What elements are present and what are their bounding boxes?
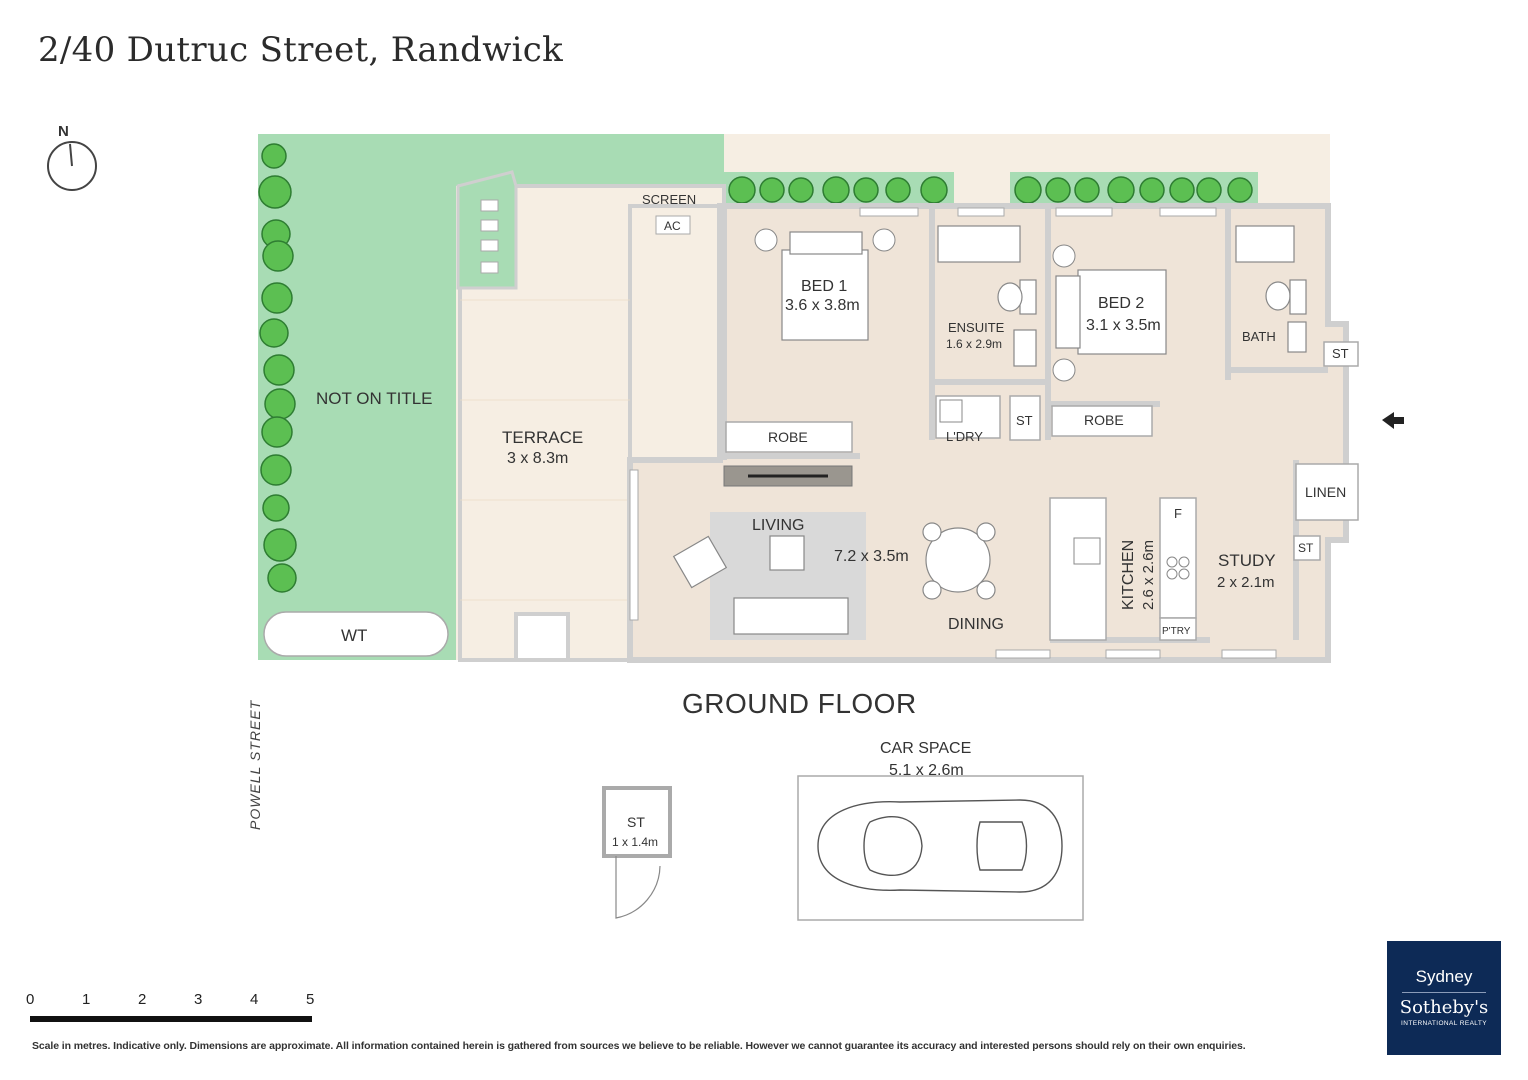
robe1-label: ROBE — [768, 429, 808, 445]
dining-label: DINING — [948, 616, 1004, 633]
shrub-icon — [258, 143, 1253, 593]
study-label: STUDY — [1218, 551, 1276, 570]
terrace-label: TERRACE — [502, 428, 583, 447]
not-on-title-label: NOT ON TITLE — [316, 389, 433, 408]
brand-city: Sydney — [1415, 967, 1473, 986]
kitchen-label: KITCHEN — [1120, 540, 1137, 610]
storage-size: 1 x 1.4m — [612, 835, 658, 849]
car-icon — [817, 799, 1063, 893]
st-study-label: ST — [1298, 541, 1314, 555]
fridge-label: F — [1174, 506, 1182, 521]
bed2-label: BED 2 — [1098, 295, 1144, 312]
car-space-size: 5.1 x 2.6m — [889, 762, 964, 779]
robe2 — [1051, 405, 1153, 437]
screen-label: SCREEN — [642, 192, 696, 207]
terrace-tiles — [460, 299, 630, 601]
compass-icon: N — [47, 123, 97, 191]
compass-label: N — [58, 123, 69, 140]
living-size: 7.2 x 3.5m — [834, 548, 909, 565]
kitchen-island — [1049, 497, 1107, 641]
study-size: 2 x 2.1m — [1217, 574, 1275, 591]
living-label: LIVING — [752, 517, 804, 534]
st-ldry-label: ST — [1016, 413, 1033, 428]
brand-logo: Sydney Sotheby's INTERNATIONAL REALTY — [1387, 941, 1501, 1055]
street-label: POWELL STREET — [247, 699, 263, 830]
storage-label: ST — [627, 814, 645, 830]
scale-tick-3: 3 — [194, 991, 202, 1008]
bed2-size: 3.1 x 3.5m — [1086, 317, 1161, 334]
disclaimer: Scale in metres. Indicative only. Dimens… — [32, 1040, 1246, 1052]
bed1-label: BED 1 — [801, 278, 847, 295]
scale-tick-5: 5 — [306, 991, 314, 1008]
kitchen-size: 2.6 x 2.6m — [1140, 540, 1157, 610]
entry-arrow-icon — [1382, 412, 1404, 429]
ptry-label: P'TRY — [1162, 626, 1191, 637]
page-title: 2/40 Dutruc Street, Randwick — [38, 30, 564, 70]
scale-bar: 0 1 2 3 4 5 — [26, 988, 326, 1028]
storage-room — [602, 786, 672, 858]
car-space — [797, 775, 1084, 921]
ac-unit — [655, 215, 691, 235]
bath-label: BATH — [1242, 329, 1276, 344]
bed2-bed — [1077, 269, 1167, 355]
robe1 — [725, 421, 853, 453]
ldry-label: L'DRY — [946, 429, 983, 444]
linen — [1295, 463, 1359, 521]
terrace-size: 3 x 8.3m — [507, 450, 568, 467]
brand-sub: INTERNATIONAL REALTY — [1401, 1020, 1487, 1027]
linen-label: LINEN — [1305, 484, 1346, 500]
dining-table — [925, 527, 991, 593]
bed1-size: 3.6 x 3.8m — [785, 297, 860, 314]
scale-tick-1: 1 — [82, 991, 90, 1008]
ac-label: AC — [664, 219, 681, 233]
sofa — [733, 597, 849, 635]
scale-tick-4: 4 — [250, 991, 258, 1008]
ensuite-size: 1.6 x 2.9m — [946, 337, 1002, 351]
scale-tick-2: 2 — [138, 991, 146, 1008]
floor-title: GROUND FLOOR — [682, 688, 917, 719]
scale-tick-0: 0 — [26, 991, 34, 1008]
car-space-label: CAR SPACE — [880, 740, 971, 757]
bed1-bed — [781, 249, 869, 341]
wt-label: WT — [341, 626, 367, 645]
ensuite-label: ENSUITE — [948, 320, 1005, 335]
robe2-label: ROBE — [1084, 412, 1124, 428]
st-entry-label: ST — [1332, 346, 1349, 361]
water-tank — [263, 611, 449, 657]
brand-name: Sotheby's — [1399, 997, 1489, 1018]
